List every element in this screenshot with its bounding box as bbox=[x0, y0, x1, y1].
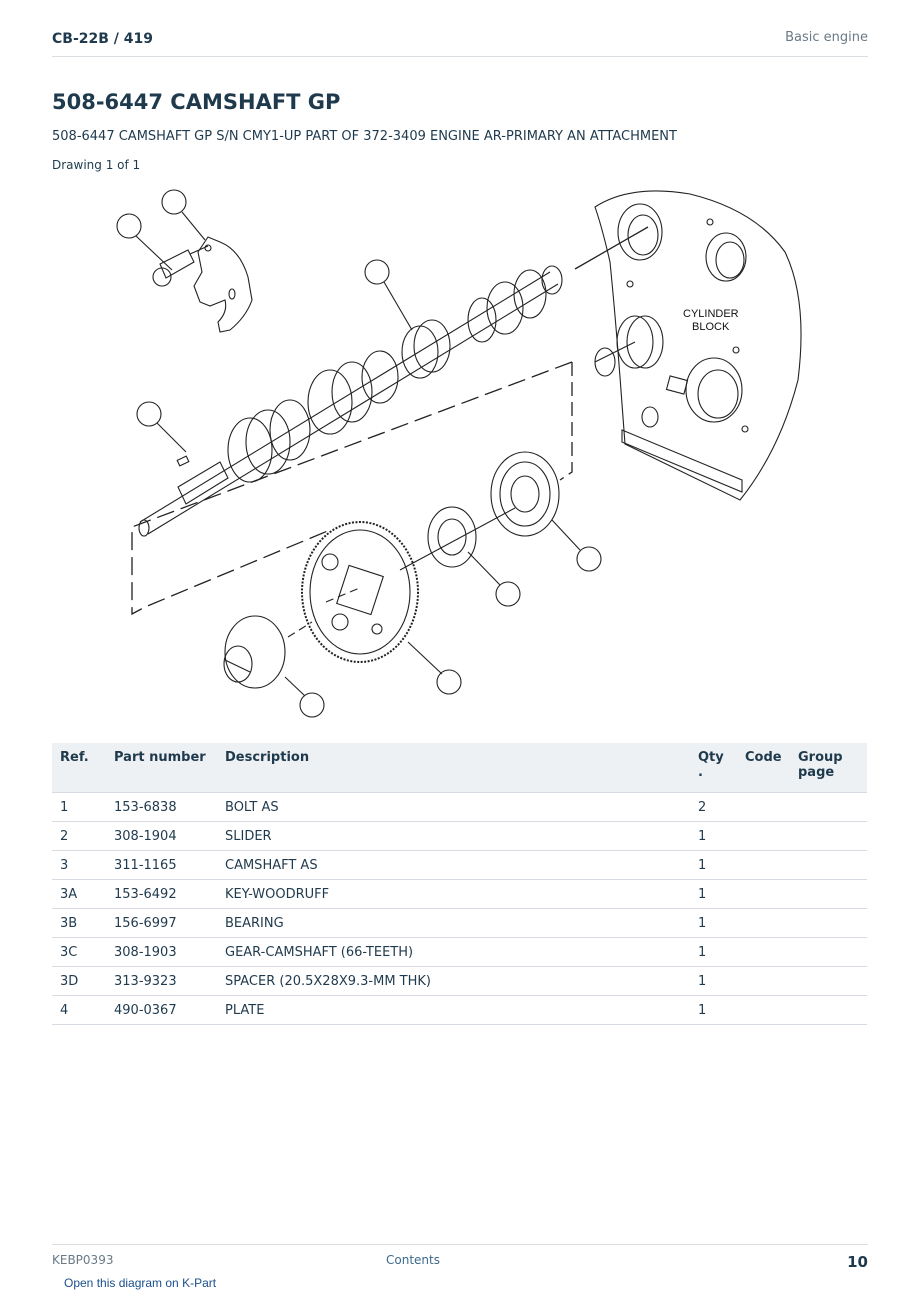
cylinder-block-label-line2: BLOCK bbox=[692, 321, 730, 333]
cell-description: PLATE bbox=[217, 995, 690, 1025]
cell-ref: 1 bbox=[52, 792, 106, 822]
cell-description: BEARING bbox=[217, 908, 690, 938]
col-code: Code bbox=[737, 743, 790, 793]
drawing-label: Drawing 1 of 1 bbox=[52, 158, 141, 172]
table-header-row: Ref. Part number Description Qty . Code … bbox=[52, 743, 867, 793]
page-subtitle: 508-6447 CAMSHAFT GP S/N CMY1-UP PART OF… bbox=[52, 129, 677, 144]
camshaft bbox=[138, 265, 563, 537]
cell-qty: 1 bbox=[690, 850, 737, 880]
callouts bbox=[116, 189, 602, 718]
cell-description: SLIDER bbox=[217, 821, 690, 851]
parts-table: Ref. Part number Description Qty . Code … bbox=[52, 743, 867, 1025]
cell-code bbox=[737, 821, 790, 851]
cell-ref: 3C bbox=[52, 937, 106, 967]
table-row: 1 153-6838 BOLT AS 2 bbox=[52, 792, 867, 822]
cell-group-page bbox=[790, 937, 867, 967]
cell-group-page bbox=[790, 966, 867, 996]
section-name: Basic engine bbox=[785, 30, 868, 45]
cell-ref: 3B bbox=[52, 908, 106, 938]
exploded-parts-diagram: CYLINDER BLOCK bbox=[90, 182, 820, 727]
cell-qty: 1 bbox=[690, 879, 737, 909]
cell-group-page bbox=[790, 908, 867, 938]
cell-description: BOLT AS bbox=[217, 792, 690, 822]
cell-group-page bbox=[790, 792, 867, 822]
cell-code bbox=[737, 792, 790, 822]
cell-description: CAMSHAFT AS bbox=[217, 850, 690, 880]
cell-qty: 1 bbox=[690, 821, 737, 851]
cell-part-number: 153-6838 bbox=[106, 792, 217, 822]
table-row: 3 311-1165 CAMSHAFT AS 1 bbox=[52, 850, 867, 880]
cylinder-block: CYLINDER BLOCK bbox=[594, 190, 802, 501]
cell-group-page bbox=[790, 850, 867, 880]
document-reference: CB-22B / 419 bbox=[52, 31, 153, 47]
cell-ref: 2 bbox=[52, 821, 106, 851]
cell-part-number: 313-9323 bbox=[106, 966, 217, 996]
document-code: KEBP0393 bbox=[52, 1253, 114, 1267]
cell-part-number: 490-0367 bbox=[106, 995, 217, 1025]
cylinder-block-label-line1: CYLINDER bbox=[683, 308, 739, 320]
cell-qty: 2 bbox=[690, 792, 737, 822]
cell-code bbox=[737, 850, 790, 880]
cell-code bbox=[737, 908, 790, 938]
cell-part-number: 153-6492 bbox=[106, 879, 217, 909]
page-title: 508-6447 CAMSHAFT GP bbox=[52, 90, 341, 114]
cell-ref: 3D bbox=[52, 966, 106, 996]
cell-part-number: 308-1904 bbox=[106, 821, 217, 851]
cell-qty: 1 bbox=[690, 995, 737, 1025]
page-header: CB-22B / 419 Basic engine bbox=[52, 28, 868, 57]
table-row: 2 308-1904 SLIDER 1 bbox=[52, 821, 867, 851]
table-row: 3B 156-6997 BEARING 1 bbox=[52, 908, 867, 938]
open-kpart-link[interactable]: Open this diagram on K-Part bbox=[64, 1276, 217, 1290]
cell-ref: 4 bbox=[52, 995, 106, 1025]
col-part-number: Part number bbox=[106, 743, 217, 793]
cell-code bbox=[737, 966, 790, 996]
cell-qty: 1 bbox=[690, 937, 737, 967]
cell-group-page bbox=[790, 879, 867, 909]
bearing-spacer-gear bbox=[223, 451, 560, 689]
cell-description: SPACER (20.5X28X9.3-MM THK) bbox=[217, 966, 690, 996]
cell-qty: 1 bbox=[690, 908, 737, 938]
cell-ref: 3 bbox=[52, 850, 106, 880]
table-row: 4 490-0367 PLATE 1 bbox=[52, 995, 867, 1025]
cell-part-number: 156-6997 bbox=[106, 908, 217, 938]
col-qty: Qty . bbox=[690, 743, 737, 793]
col-group-page: Group page bbox=[790, 743, 867, 793]
cell-qty: 1 bbox=[690, 966, 737, 996]
cell-part-number: 308-1903 bbox=[106, 937, 217, 967]
cell-ref: 3A bbox=[52, 879, 106, 909]
page-number: 10 bbox=[847, 1253, 868, 1271]
cell-group-page bbox=[790, 995, 867, 1025]
col-ref: Ref. bbox=[52, 743, 106, 793]
cell-part-number: 311-1165 bbox=[106, 850, 217, 880]
col-description: Description bbox=[217, 743, 690, 793]
cell-code bbox=[737, 879, 790, 909]
contents-link[interactable]: Contents bbox=[386, 1253, 440, 1267]
slider-and-bolt bbox=[152, 236, 253, 333]
table-row: 3A 153-6492 KEY-WOODRUFF 1 bbox=[52, 879, 867, 909]
cell-description: GEAR-CAMSHAFT (66-TEETH) bbox=[217, 937, 690, 967]
page-footer: KEBP0393 Contents 10 bbox=[52, 1244, 868, 1275]
table-row: 3D 313-9323 SPACER (20.5X28X9.3-MM THK) … bbox=[52, 966, 867, 996]
cell-code bbox=[737, 937, 790, 967]
cell-description: KEY-WOODRUFF bbox=[217, 879, 690, 909]
table-row: 3C 308-1903 GEAR-CAMSHAFT (66-TEETH) 1 bbox=[52, 937, 867, 967]
cell-code bbox=[737, 995, 790, 1025]
cell-group-page bbox=[790, 821, 867, 851]
